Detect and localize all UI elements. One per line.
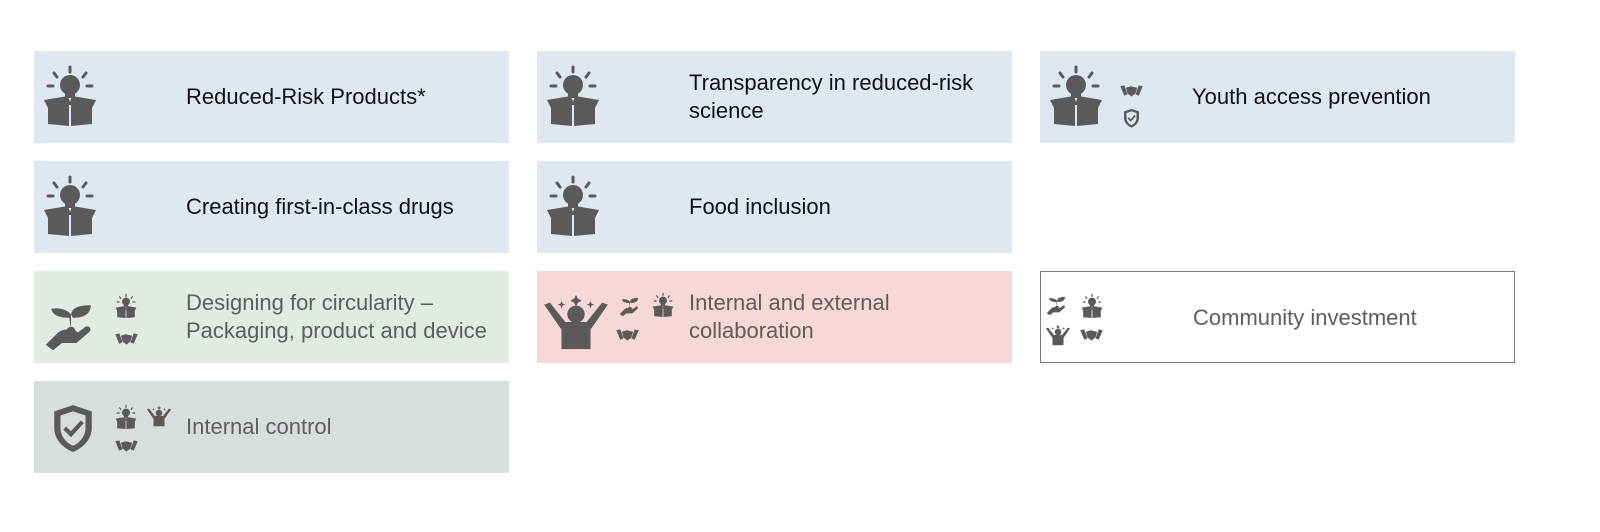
card-title: Transparency in reduced-risk science [689,70,974,123]
innovation-lightbulb-box-icon [114,293,138,319]
card-designing-circularity: Designing for circularity – Packaging, p… [34,271,509,363]
innovation-lightbulb-box-icon [1046,65,1106,127]
card-reduced-risk-products: Reduced-Risk Products* [34,51,509,143]
card-title: Internal control [186,414,332,439]
shield-check-icon [52,403,94,453]
person-cheering-icon [539,293,613,351]
plant-in-hand-icon [44,297,98,353]
innovation-lightbulb-box-icon [114,403,138,431]
innovation-lightbulb-box-icon [1080,292,1104,320]
card-title: Internal and external collaboration [689,290,890,343]
card-community-investment: Community investment [1040,271,1515,363]
card-collaboration: Internal and external collaboration [537,271,1012,363]
innovation-lightbulb-box-icon [40,65,100,127]
innovation-lightbulb-box-icon [543,65,603,127]
plant-in-hand-icon [1046,294,1068,316]
handshake-icon [1079,327,1104,343]
card-internal-control: Internal control [34,381,509,473]
innovation-lightbulb-box-icon [40,175,100,237]
card-title: Youth access prevention [1192,84,1431,109]
person-cheering-icon [144,405,174,427]
person-cheering-icon [1044,324,1072,346]
card-first-in-class-drugs: Creating first-in-class drugs [34,161,509,253]
card-youth-access-prevention: Youth access prevention [1040,51,1515,143]
innovation-lightbulb-box-icon [651,291,675,319]
card-title: Community investment [1193,305,1417,330]
card-title: Creating first-in-class drugs [186,194,454,219]
handshake-icon [114,331,139,347]
card-title: Designing for circularity – Packaging, p… [186,290,487,343]
innovation-lightbulb-box-icon [543,175,603,237]
shield-check-icon [1123,108,1140,128]
handshake-icon [1119,83,1144,99]
card-transparency-science: Transparency in reduced-risk science [537,51,1012,143]
handshake-icon [615,327,640,343]
card-food-inclusion: Food inclusion [537,161,1012,253]
plant-in-hand-icon [619,295,641,317]
card-title: Food inclusion [689,194,831,219]
handshake-icon [114,438,139,454]
card-title: Reduced-Risk Products* [186,84,426,109]
